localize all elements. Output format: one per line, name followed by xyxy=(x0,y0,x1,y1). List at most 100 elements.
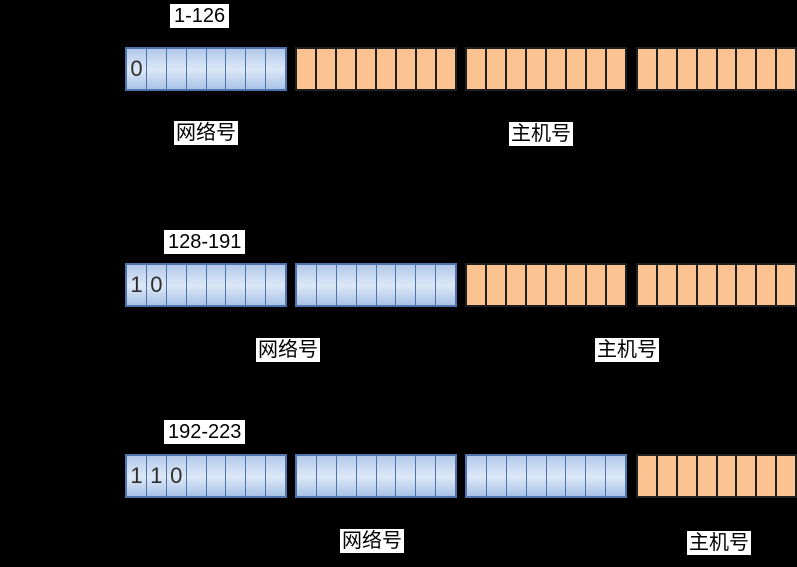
bit-cell xyxy=(317,456,337,496)
bit-cell xyxy=(737,456,758,496)
bit-cell xyxy=(377,49,397,89)
bit-cell xyxy=(777,49,795,89)
network-part-label: 网络号 xyxy=(174,121,238,145)
bit-cell xyxy=(507,49,527,89)
bit-cell xyxy=(527,49,547,89)
bit-cell xyxy=(638,456,658,496)
bit-cell xyxy=(187,265,207,305)
bit-cell xyxy=(357,49,377,89)
bit-cell xyxy=(167,49,187,89)
network-part-label: 网络号 xyxy=(256,338,320,362)
bit-cell xyxy=(586,456,607,496)
bit-cell xyxy=(607,49,625,89)
bit-cell xyxy=(417,49,437,89)
bit-cell xyxy=(397,49,417,89)
bit-cell xyxy=(266,456,285,496)
bit-cell xyxy=(757,49,778,89)
bit-cell xyxy=(207,456,227,496)
bit-cell xyxy=(437,49,455,89)
octet-range-label: 1-126 xyxy=(170,4,230,28)
bit-cell xyxy=(377,456,397,496)
bit-cell xyxy=(507,456,527,496)
octet-range-label: 192-223 xyxy=(164,420,246,444)
octet-segment xyxy=(295,47,457,91)
bit-cell xyxy=(507,265,527,305)
bit-cell xyxy=(487,456,507,496)
bit-cell xyxy=(396,265,417,305)
bit-cell xyxy=(297,456,317,496)
bit-cell xyxy=(698,265,718,305)
bit-cell: 0 xyxy=(167,456,187,496)
bit-cell xyxy=(658,456,678,496)
bit-cell xyxy=(567,265,587,305)
bit-cell: 0 xyxy=(147,265,167,305)
bit-cell xyxy=(777,265,795,305)
octet-segment xyxy=(465,263,627,307)
bit-cell xyxy=(678,265,698,305)
octet-segment xyxy=(465,47,627,91)
bit-cell xyxy=(266,265,285,305)
bit-cell xyxy=(547,265,567,305)
bit-cell xyxy=(436,456,455,496)
bit-cell xyxy=(416,265,437,305)
bit-cell xyxy=(377,265,397,305)
bit-cell xyxy=(467,265,487,305)
octet-segment xyxy=(295,263,457,307)
bit-cell xyxy=(527,265,547,305)
bit-cell: 1 xyxy=(127,265,147,305)
bit-cell xyxy=(587,265,607,305)
bit-cell xyxy=(737,49,758,89)
bit-cell xyxy=(527,456,547,496)
bit-cell xyxy=(467,49,487,89)
bit-cell xyxy=(777,456,795,496)
bit-cell xyxy=(638,265,658,305)
bit-cell xyxy=(718,49,738,89)
bit-cell xyxy=(337,456,357,496)
host-part-label: 主机号 xyxy=(687,531,751,555)
bit-cell xyxy=(737,265,758,305)
network-part-label: 网络号 xyxy=(340,529,404,553)
bit-cell xyxy=(698,49,718,89)
bit-cell xyxy=(246,49,267,89)
bit-cell xyxy=(266,49,285,89)
bit-cell xyxy=(246,265,267,305)
bit-cell xyxy=(567,49,587,89)
bit-cell xyxy=(317,49,337,89)
bit-cell: 0 xyxy=(127,49,147,89)
bit-cell xyxy=(607,265,625,305)
bit-cell xyxy=(658,265,678,305)
bit-cell xyxy=(436,265,455,305)
bit-cell xyxy=(226,265,247,305)
bit-cell: 1 xyxy=(147,456,167,496)
host-part-label: 主机号 xyxy=(509,122,573,146)
bit-cell xyxy=(416,456,437,496)
octet-segment xyxy=(636,454,797,498)
bit-cell xyxy=(638,49,658,89)
bit-cell xyxy=(207,49,227,89)
bit-cell xyxy=(678,49,698,89)
octet-range-label: 128-191 xyxy=(164,230,246,254)
bit-cell xyxy=(587,49,607,89)
bit-cell xyxy=(246,456,267,496)
bit-cell xyxy=(297,49,317,89)
octet-segment xyxy=(465,454,627,498)
bit-cell xyxy=(357,456,377,496)
bit-cell xyxy=(757,456,778,496)
bit-cell xyxy=(678,456,698,496)
bit-cell: 1 xyxy=(127,456,147,496)
octet-segment xyxy=(636,47,797,91)
octet-segment xyxy=(295,454,457,498)
bit-cell xyxy=(487,49,507,89)
bit-cell xyxy=(337,49,357,89)
host-part-label: 主机号 xyxy=(595,338,659,362)
bit-cell xyxy=(718,265,738,305)
bit-cell xyxy=(757,265,778,305)
bit-cell xyxy=(396,456,417,496)
bit-cell xyxy=(187,456,207,496)
bit-cell xyxy=(187,49,207,89)
bit-cell xyxy=(487,265,507,305)
bit-cell xyxy=(317,265,337,305)
